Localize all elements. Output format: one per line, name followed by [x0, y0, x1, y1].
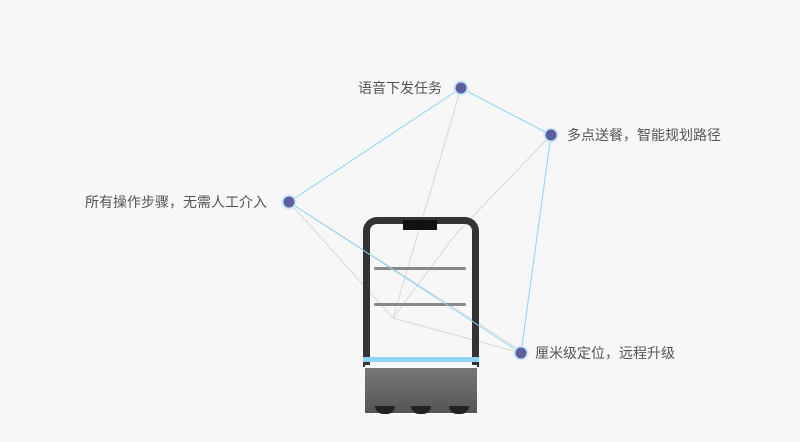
- feature-node: [545, 129, 557, 141]
- grey-link: [288, 201, 394, 319]
- feature-label-multipoint: 多点送餐，智能规划路径: [567, 128, 721, 144]
- feature-label-voice: 语音下发任务: [358, 81, 442, 97]
- feature-node: [515, 347, 527, 359]
- feature-link: [460, 87, 552, 136]
- delivery-robot-image: [363, 217, 479, 442]
- feature-link: [520, 134, 552, 354]
- robot-wheel: [411, 406, 431, 414]
- feature-link: [288, 87, 462, 203]
- feature-node: [455, 82, 467, 94]
- robot-tray-2: [374, 303, 466, 306]
- robot-display: [403, 220, 437, 230]
- feature-label-positioning: 厘米级定位，远程升级: [535, 346, 675, 362]
- feature-label-automation: 所有操作步骤，无需人工介入: [85, 195, 267, 211]
- feature-link: [288, 201, 522, 354]
- feature-node: [283, 196, 295, 208]
- robot-light-strip: [363, 357, 479, 362]
- grey-link: [392, 317, 522, 354]
- robot-wheel: [375, 406, 395, 414]
- robot-tray-1: [374, 267, 466, 270]
- grey-link: [392, 87, 462, 319]
- robot-wheel: [449, 406, 469, 414]
- robot-base: [365, 365, 477, 413]
